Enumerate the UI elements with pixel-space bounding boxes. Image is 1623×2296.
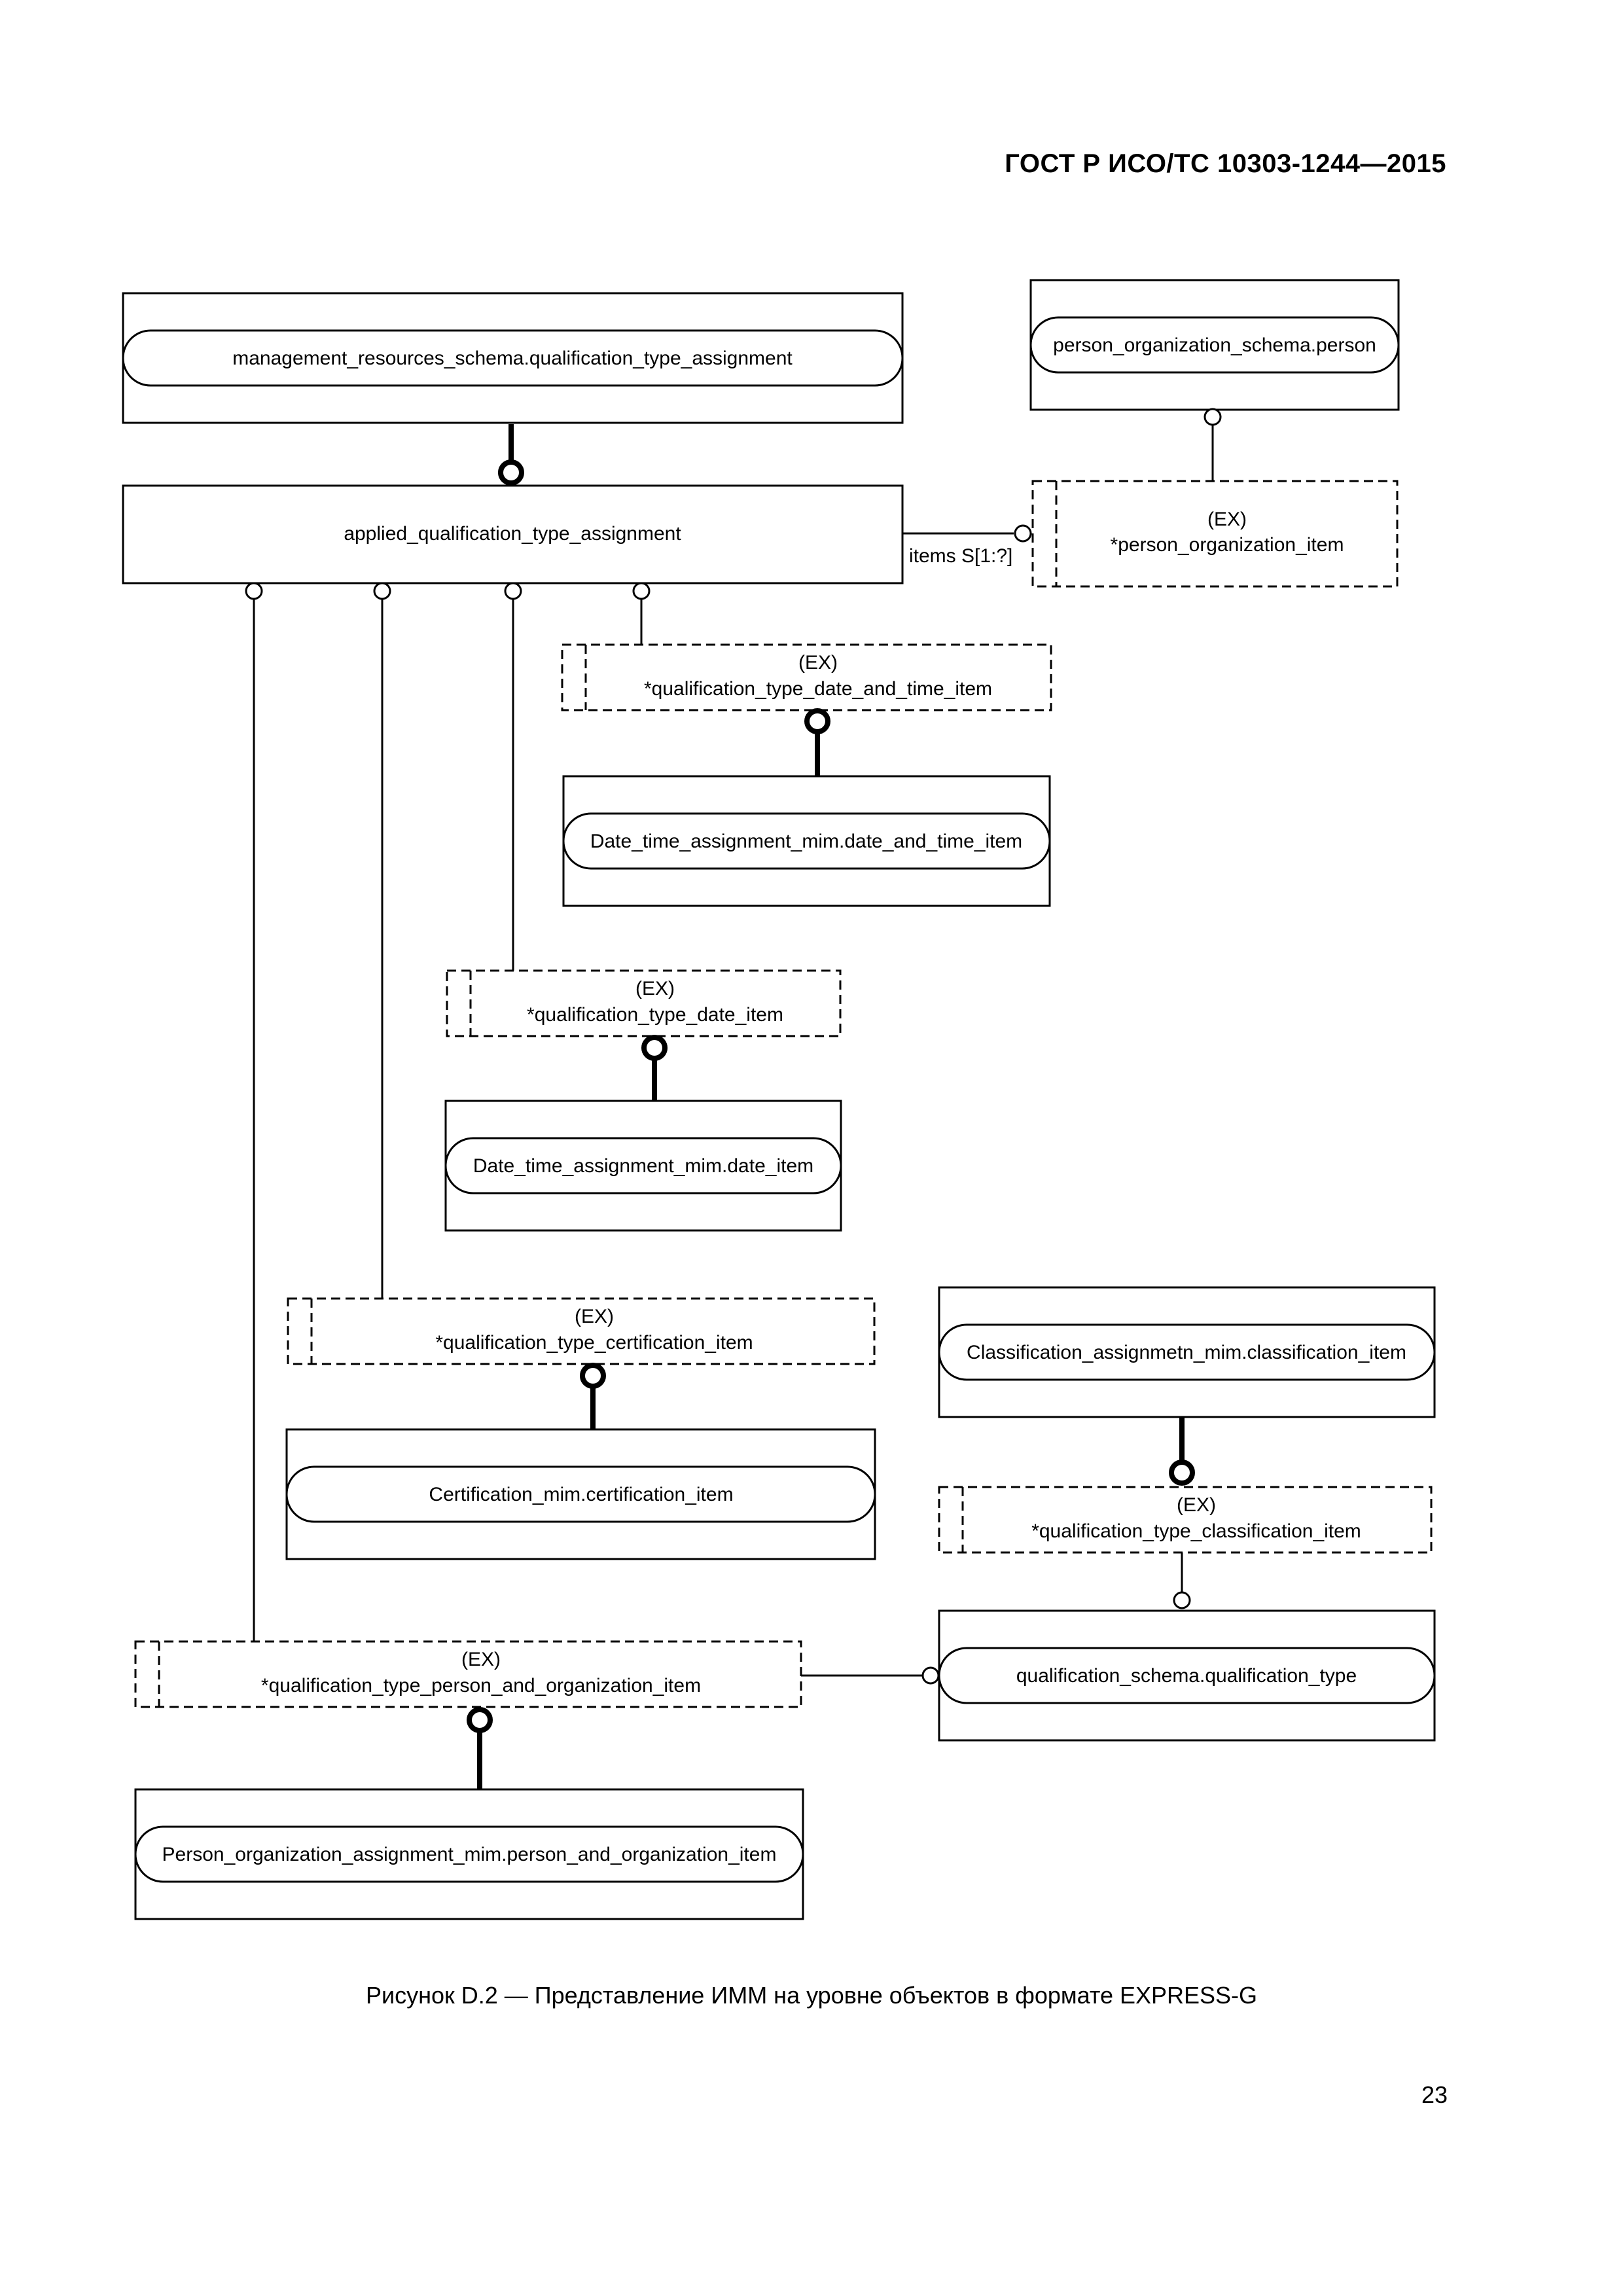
entity-label: Certification_mim.certification_item xyxy=(429,1484,733,1505)
thick-end-circle xyxy=(467,1707,493,1733)
entity-label: qualification_schema.qualification_type xyxy=(1016,1665,1357,1687)
entity-label: management_resources_schema.qualificatio… xyxy=(232,348,793,369)
select-qualification-type-classification-item: (EX) *qualification_type_classification_… xyxy=(938,1486,1433,1554)
entity-label: Date_time_assignment_mim.date_and_time_i… xyxy=(590,831,1022,852)
entity-label: Date_time_assignment_mim.date_item xyxy=(473,1155,813,1177)
select-person-organization-item: (EX) *person_organization_item xyxy=(1031,480,1399,588)
entity-applied-qualification-type-assignment: applied_qualification_type_assignment it… xyxy=(122,484,1012,584)
ex-tag: (EX) xyxy=(461,1649,501,1670)
entity-label: Classification_assignmetn_mim.classifica… xyxy=(967,1342,1406,1363)
entity-label: person_organization_schema.person xyxy=(1053,334,1376,356)
entity-qualification-type: qualification_schema.qualification_type xyxy=(938,1609,1436,1742)
select-label: *person_organization_item xyxy=(1111,534,1344,556)
ex-tag: (EX) xyxy=(798,652,838,673)
thin-end-circle xyxy=(1173,1591,1191,1609)
entity-date-and-time-item: Date_time_assignment_mim.date_and_time_i… xyxy=(562,775,1051,907)
thick-end-circle xyxy=(580,1363,606,1389)
ex-tag: (EX) xyxy=(1177,1494,1216,1516)
thin-end-circle xyxy=(1204,408,1222,426)
thin-end-circle xyxy=(1014,524,1032,543)
select-label: *qualification_type_person_and_organizat… xyxy=(261,1675,701,1696)
ex-tag: (EX) xyxy=(1207,509,1247,530)
entity-person: person_organization_schema.person xyxy=(1029,279,1400,411)
thin-end-circle xyxy=(921,1666,940,1685)
relationship-end-circles xyxy=(245,408,1222,1733)
entity-label: Person_organization_assignment_mim.perso… xyxy=(162,1844,777,1865)
select-label: *qualification_type_date_item xyxy=(527,1004,783,1026)
select-label: *qualification_type_certification_item xyxy=(435,1332,753,1354)
ex-tag: (EX) xyxy=(635,978,675,999)
figure-caption: Рисунок D.2 — Представление ИММ на уровн… xyxy=(365,1982,1258,2009)
select-label: *qualification_type_classification_item xyxy=(1031,1520,1361,1542)
thick-end-circle xyxy=(1169,1460,1195,1486)
select-label: *qualification_type_date_and_time_item xyxy=(644,678,992,700)
thick-end-circle xyxy=(498,459,524,486)
thin-end-circle xyxy=(632,582,651,600)
select-qualification-type-person-and-organization-item: (EX) *qualification_type_person_and_orga… xyxy=(134,1640,802,1708)
ex-tag: (EX) xyxy=(575,1306,614,1327)
thick-end-circle xyxy=(641,1035,668,1061)
thin-end-circle xyxy=(373,582,391,600)
thick-end-circle xyxy=(804,708,830,734)
select-qualification-type-date-item: (EX) *qualification_type_date_item xyxy=(446,969,842,1037)
document-header: ГОСТ Р ИСО/ТС 10303-1244—2015 xyxy=(1005,149,1446,178)
entity-label: applied_qualification_type_assignment xyxy=(344,523,681,545)
entity-certification-item: Certification_mim.certification_item xyxy=(285,1428,876,1560)
select-qualification-type-date-and-time-item: (EX) *qualification_type_date_and_time_i… xyxy=(561,643,1052,711)
entity-date-item: Date_time_assignment_mim.date_item xyxy=(444,1100,842,1232)
thin-end-circle xyxy=(245,582,263,600)
entity-classification-item: Classification_assignmetn_mim.classifica… xyxy=(938,1286,1436,1418)
entity-mrs-qualification-type-assignment: management_resources_schema.qualificatio… xyxy=(122,292,904,424)
thin-end-circle xyxy=(504,582,522,600)
items-attribute-label: items S[1:?] xyxy=(909,545,1012,567)
select-qualification-type-certification-item: (EX) *qualification_type_certification_i… xyxy=(287,1297,876,1365)
relationship-lines xyxy=(253,424,1214,1789)
entity-person-and-organization-item: Person_organization_assignment_mim.perso… xyxy=(134,1788,804,1920)
page-number: 23 xyxy=(1421,2081,1448,2108)
